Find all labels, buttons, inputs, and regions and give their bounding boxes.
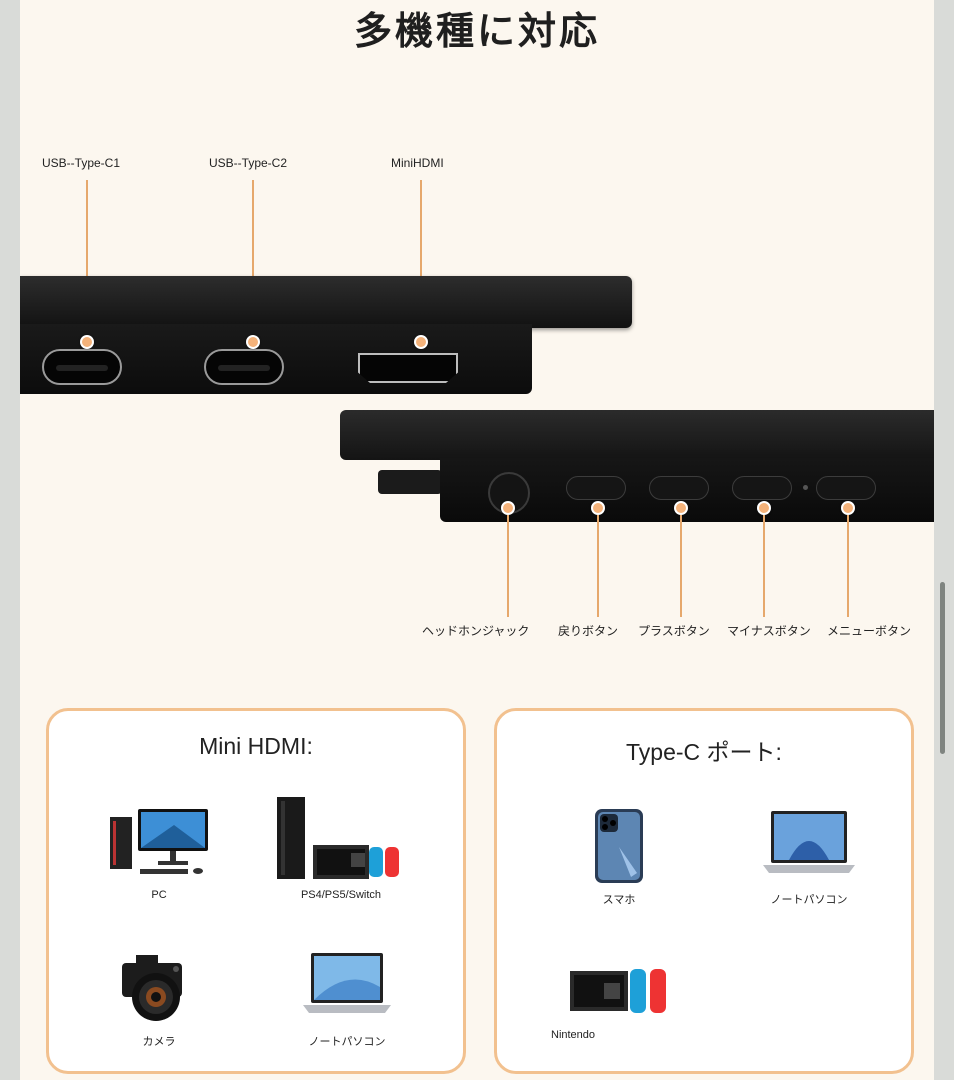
card-mini-hdmi: Mini HDMI: PC bbox=[46, 708, 466, 1074]
item-label: PS4/PS5/Switch bbox=[300, 889, 382, 901]
marker-dot bbox=[80, 335, 94, 349]
label-back-button: 戻りボタン bbox=[558, 624, 619, 638]
smartphone-icon bbox=[549, 807, 689, 885]
scrollbar-track[interactable] bbox=[938, 0, 950, 1080]
laptop-icon bbox=[277, 947, 417, 1027]
label-mini-hdmi: MiniHDMI bbox=[391, 156, 444, 170]
leader-line bbox=[507, 515, 509, 617]
monitor-side-bottom bbox=[340, 410, 934, 460]
label-minus-button: マイナスボタン bbox=[727, 624, 811, 638]
desktop-pc-icon bbox=[89, 803, 229, 883]
device-item-pc: PC bbox=[89, 803, 229, 901]
mini-hdmi-port-icon bbox=[358, 353, 458, 383]
card-type-c: Type-C ポート: スマホ bbox=[494, 708, 914, 1074]
game-consoles-icon bbox=[271, 793, 411, 883]
leader-line bbox=[86, 180, 88, 342]
marker-dot bbox=[246, 335, 260, 349]
leader-line bbox=[252, 180, 254, 342]
label-plus-button: プラスボタン bbox=[638, 624, 710, 638]
monitor-side-top bbox=[20, 276, 632, 328]
back-button-icon bbox=[566, 476, 626, 500]
device-item-laptop: ノートパソコン bbox=[277, 947, 417, 1049]
laptop-icon bbox=[739, 807, 879, 885]
leader-line bbox=[597, 515, 599, 617]
card-title: Mini HDMI: bbox=[199, 733, 313, 759]
page-title: 多機種に対応 bbox=[353, 9, 600, 53]
device-item-nintendo: Nintendo bbox=[549, 963, 689, 1041]
marker-dot bbox=[414, 335, 428, 349]
nintendo-switch-icon bbox=[549, 963, 689, 1023]
usb-c-port-icon bbox=[42, 349, 122, 385]
menu-button-icon bbox=[816, 476, 876, 500]
item-label: ノートパソコン bbox=[308, 1035, 386, 1048]
device-item-laptop: ノートパソコン bbox=[739, 807, 879, 907]
label-usb-type-c1: USB--Type-C1 bbox=[42, 156, 121, 170]
marker-dot bbox=[757, 501, 771, 515]
item-label: PC bbox=[151, 889, 167, 901]
label-menu-button: メニューボタン bbox=[827, 624, 912, 638]
item-label: ノートパソコン bbox=[770, 893, 848, 906]
leader-line bbox=[420, 180, 422, 342]
usb-c-port-icon bbox=[204, 349, 284, 385]
label-usb-type-c2: USB--Type-C2 bbox=[209, 156, 288, 170]
marker-dot bbox=[591, 501, 605, 515]
marker-dot bbox=[841, 501, 855, 515]
leader-line bbox=[847, 515, 849, 617]
camera-icon bbox=[89, 947, 229, 1027]
marker-dot bbox=[674, 501, 688, 515]
scrollbar-thumb[interactable] bbox=[940, 582, 945, 754]
item-label: Nintendo bbox=[551, 1029, 596, 1041]
device-item-camera: カメラ bbox=[89, 947, 229, 1049]
device-item-smartphone: スマホ bbox=[549, 807, 689, 907]
minus-button-icon bbox=[732, 476, 792, 500]
leader-line bbox=[763, 515, 765, 617]
item-label: カメラ bbox=[142, 1035, 176, 1048]
monitor-stand bbox=[378, 470, 442, 494]
leader-line bbox=[680, 515, 682, 617]
item-label: スマホ bbox=[602, 893, 636, 906]
product-page: 多機種に対応 USB--Type-C1 USB--Type-C2 MiniHDM… bbox=[20, 0, 934, 1080]
mic-hole-icon bbox=[803, 485, 808, 490]
device-item-consoles: PS4/PS5/Switch bbox=[271, 793, 411, 901]
plus-button-icon bbox=[649, 476, 709, 500]
card-title: Type-C ポート: bbox=[626, 739, 782, 765]
marker-dot bbox=[501, 501, 515, 515]
label-headphone-jack: ヘッドホンジャック bbox=[422, 624, 530, 638]
